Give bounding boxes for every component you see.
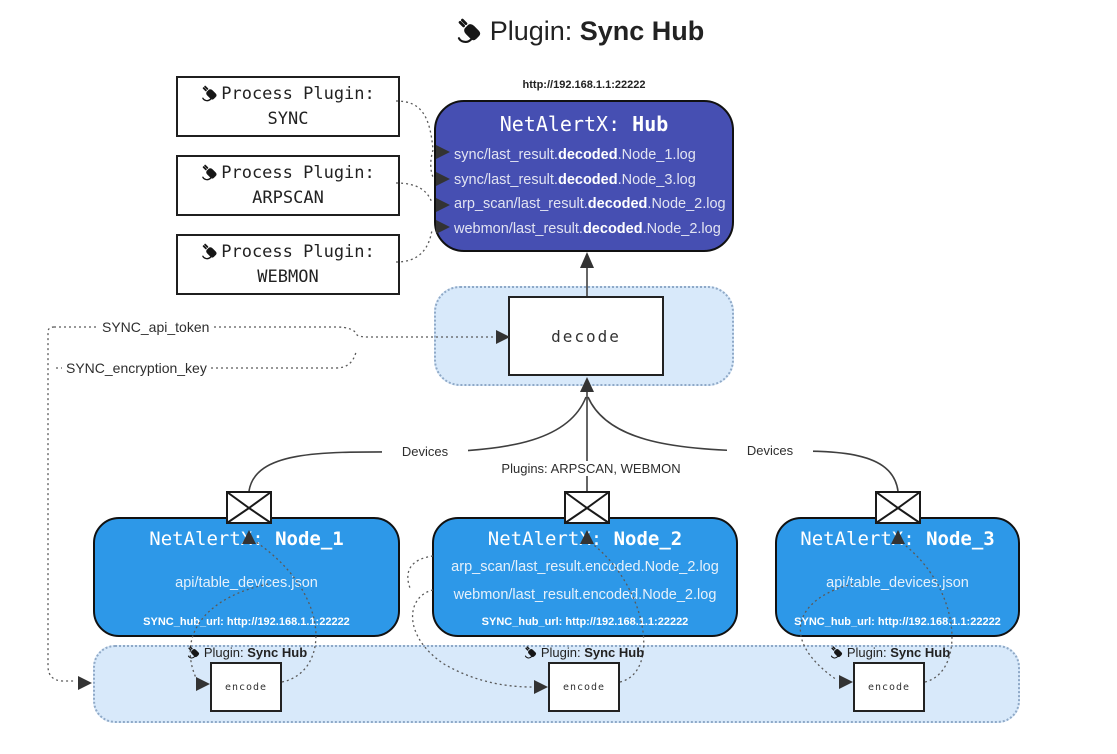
title-name: Sync Hub — [579, 16, 705, 46]
plug-icon — [202, 85, 217, 101]
node1-file: api/table_devices.json — [175, 575, 318, 591]
plug-icon — [830, 646, 842, 659]
process-plugin-sync-box: Process Plugin: SYNC — [176, 76, 400, 137]
process-plugin-name: ARPSCAN — [252, 187, 324, 208]
arrow-into-band-left — [78, 676, 92, 690]
process-plugin-name: WEBMON — [257, 266, 319, 287]
node1-box: NetAlertX: Node_1 api/table_devices.json… — [93, 517, 400, 637]
devices-label-left: Devices — [382, 444, 468, 459]
hub-log-line: webmon/last_result.decoded.Node_2.log — [454, 220, 721, 237]
process-plugin-label: Process Plugin: — [221, 83, 375, 104]
node2-hub-url: SYNC_hub_url: http://192.168.1.1:22222 — [481, 616, 689, 628]
node1-hub-url: SYNC_hub_url: http://192.168.1.1:22222 — [143, 616, 350, 628]
node3-file: api/table_devices.json — [826, 575, 969, 591]
node2-log1-to-encode-line — [407, 555, 434, 589]
config-to-encoder-band-line — [47, 326, 76, 682]
encode3-box: encode — [853, 662, 925, 712]
node2-file-1: arp_scan/last_result.encoded.Node_2.log — [451, 559, 719, 575]
node2-box: NetAlertX: Node_2 arp_scan/last_result.e… — [432, 517, 738, 637]
sync-api-token-label: SYNC_api_token — [98, 319, 214, 335]
plug-icon — [202, 243, 217, 259]
hub-url-label: http://192.168.1.1:22222 — [522, 79, 646, 91]
sync-plugin-to-hub-line2 — [430, 149, 434, 178]
sync-plugin-to-hub-line — [395, 100, 434, 151]
hub-title: NetAlertX: Hub — [499, 112, 669, 136]
process-plugin-arpscan-box: Process Plugin: ARPSCAN — [176, 155, 400, 216]
hub-log-line: arp_scan/last_result.decoded.Node_2.log — [454, 196, 726, 212]
page-title: Plugin: Sync Hub — [370, 16, 790, 47]
hub-box: NetAlertX: Hub sync/last_result.decoded.… — [434, 100, 734, 252]
hub-log-line: sync/last_result.decoded.Node_3.log — [454, 171, 696, 188]
sync-encryption-key-label: SYNC_encryption_key — [62, 360, 211, 376]
node3-title: NetAlertX: Node_3 — [800, 528, 995, 550]
process-plugin-webmon-box: Process Plugin: WEBMON — [176, 234, 400, 295]
encode2-box: encode — [548, 662, 620, 712]
decode-box: decode — [508, 296, 664, 376]
process-plugin-label: Process Plugin: — [221, 241, 375, 262]
arpscan-plugin-to-hub-line — [395, 182, 433, 204]
node2-file-2: webmon/last_result.encoded.Node_2.log — [453, 587, 717, 603]
node3-box: NetAlertX: Node_3 api/table_devices.json… — [775, 517, 1020, 637]
process-plugin-label: Process Plugin: — [221, 162, 375, 183]
hub-log-list: sync/last_result.decoded.Node_1.log sync… — [454, 143, 726, 241]
encoder1-plugin-label: Plugin: Sync Hub — [152, 645, 342, 660]
node1-title: NetAlertX: Node_1 — [149, 528, 344, 550]
devices-label-right: Devices — [727, 443, 813, 458]
plugins-arpscan-webmon-label: Plugins: ARPSCAN, WEBMON — [497, 461, 685, 476]
encoder3-plugin-label: Plugin: Sync Hub — [795, 645, 985, 660]
webmon-plugin-to-hub-line — [395, 229, 433, 263]
plug-icon — [202, 164, 217, 180]
title-prefix: Plugin: — [489, 16, 580, 46]
arrow-into-hub-bottom — [580, 252, 594, 268]
plug-icon — [457, 18, 480, 44]
node3-hub-url: SYNC_hub_url: http://192.168.1.1:22222 — [794, 616, 1001, 628]
encode1-box: encode — [210, 662, 282, 712]
node2-title: NetAlertX: Node_2 — [487, 528, 683, 550]
process-plugin-name: SYNC — [267, 108, 309, 129]
encoder2-plugin-label: Plugin: Sync Hub — [489, 645, 679, 660]
hub-log-line: sync/last_result.decoded.Node_1.log — [454, 147, 696, 163]
plug-icon — [524, 646, 536, 659]
plug-icon — [187, 646, 199, 659]
